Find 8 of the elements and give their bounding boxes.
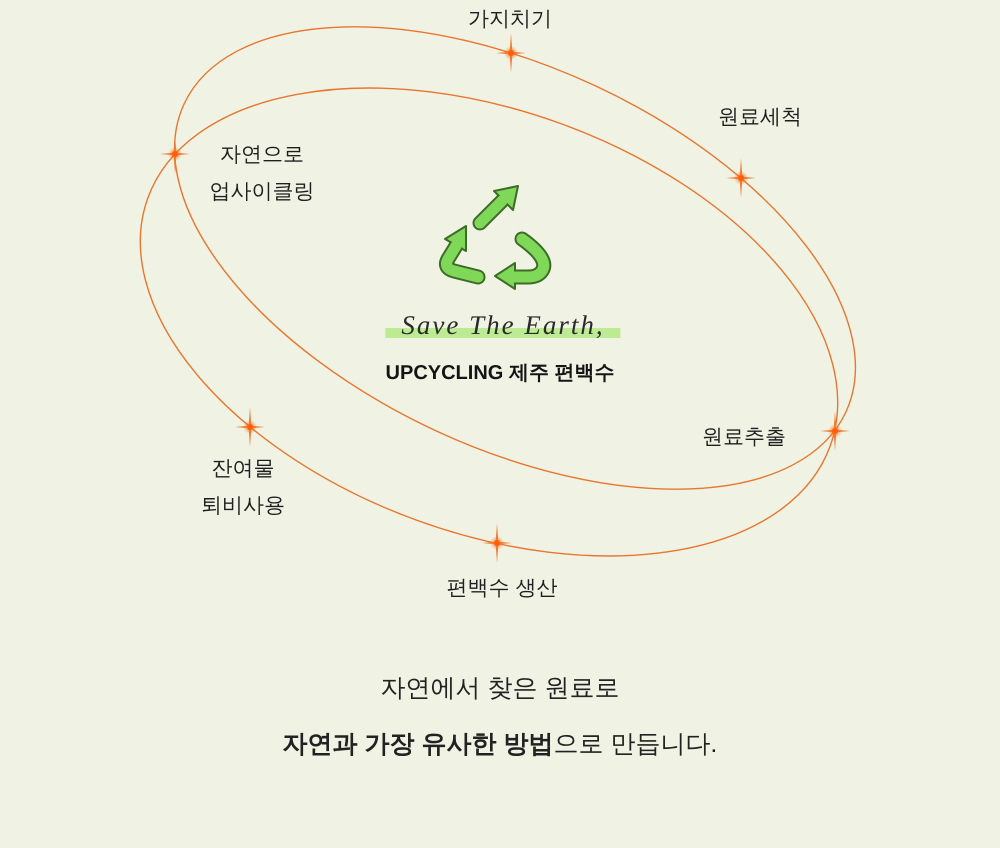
stage-label: 가지치기 xyxy=(468,6,552,32)
stage-label: 자연으로 업사이클링 xyxy=(208,142,316,205)
stage-label: 원료세척 xyxy=(718,104,802,130)
stage-label: 원료추출 xyxy=(702,424,786,450)
stage-label: 잔여물 퇴비사용 xyxy=(200,456,286,519)
stage-label: 편백수 생산 xyxy=(446,576,558,602)
subtitle-text: UPCYCLING 제주 편백수 xyxy=(386,361,614,386)
caption-text: 자연에서 찾은 원료로 자연과 가장 유사한 방법으로 만듭니다. xyxy=(282,673,718,760)
